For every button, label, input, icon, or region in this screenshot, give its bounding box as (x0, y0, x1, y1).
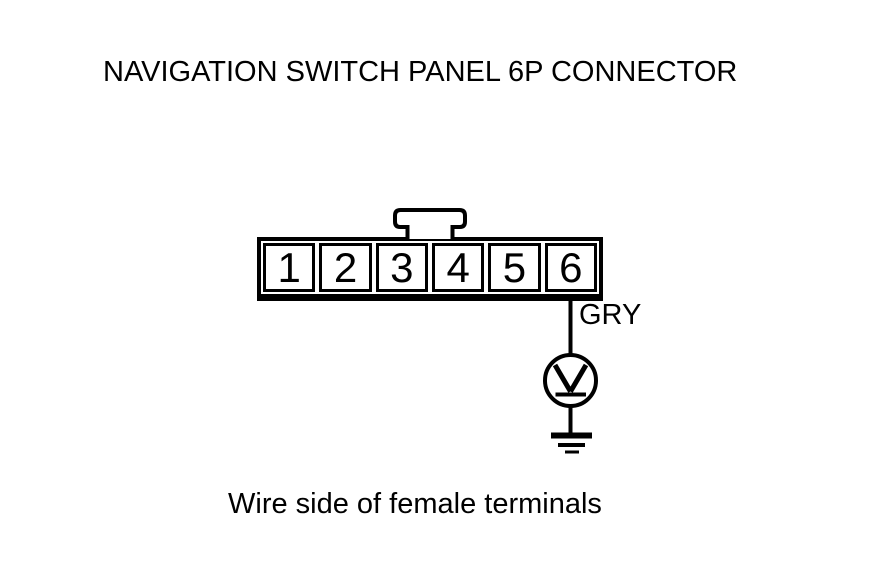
ground-icon (551, 432, 592, 454)
terminal-cell-6: 6 (544, 243, 597, 292)
voltmeter-icon (543, 353, 598, 408)
wire-color-label: GRY (579, 299, 642, 331)
connector-body: 1 2 3 4 5 6 (257, 237, 603, 301)
diagram-caption: Wire side of female terminals (228, 488, 602, 520)
diagram-title: NAVIGATION SWITCH PANEL 6P CONNECTOR (103, 56, 738, 88)
terminal-cell-3: 3 (375, 243, 428, 292)
terminal-cell-5: 5 (488, 243, 541, 292)
terminal-cell-2: 2 (319, 243, 372, 292)
connector-latch-icon (393, 208, 467, 239)
terminal-cell-1: 1 (263, 243, 316, 292)
terminal-cell-4: 4 (431, 243, 485, 292)
